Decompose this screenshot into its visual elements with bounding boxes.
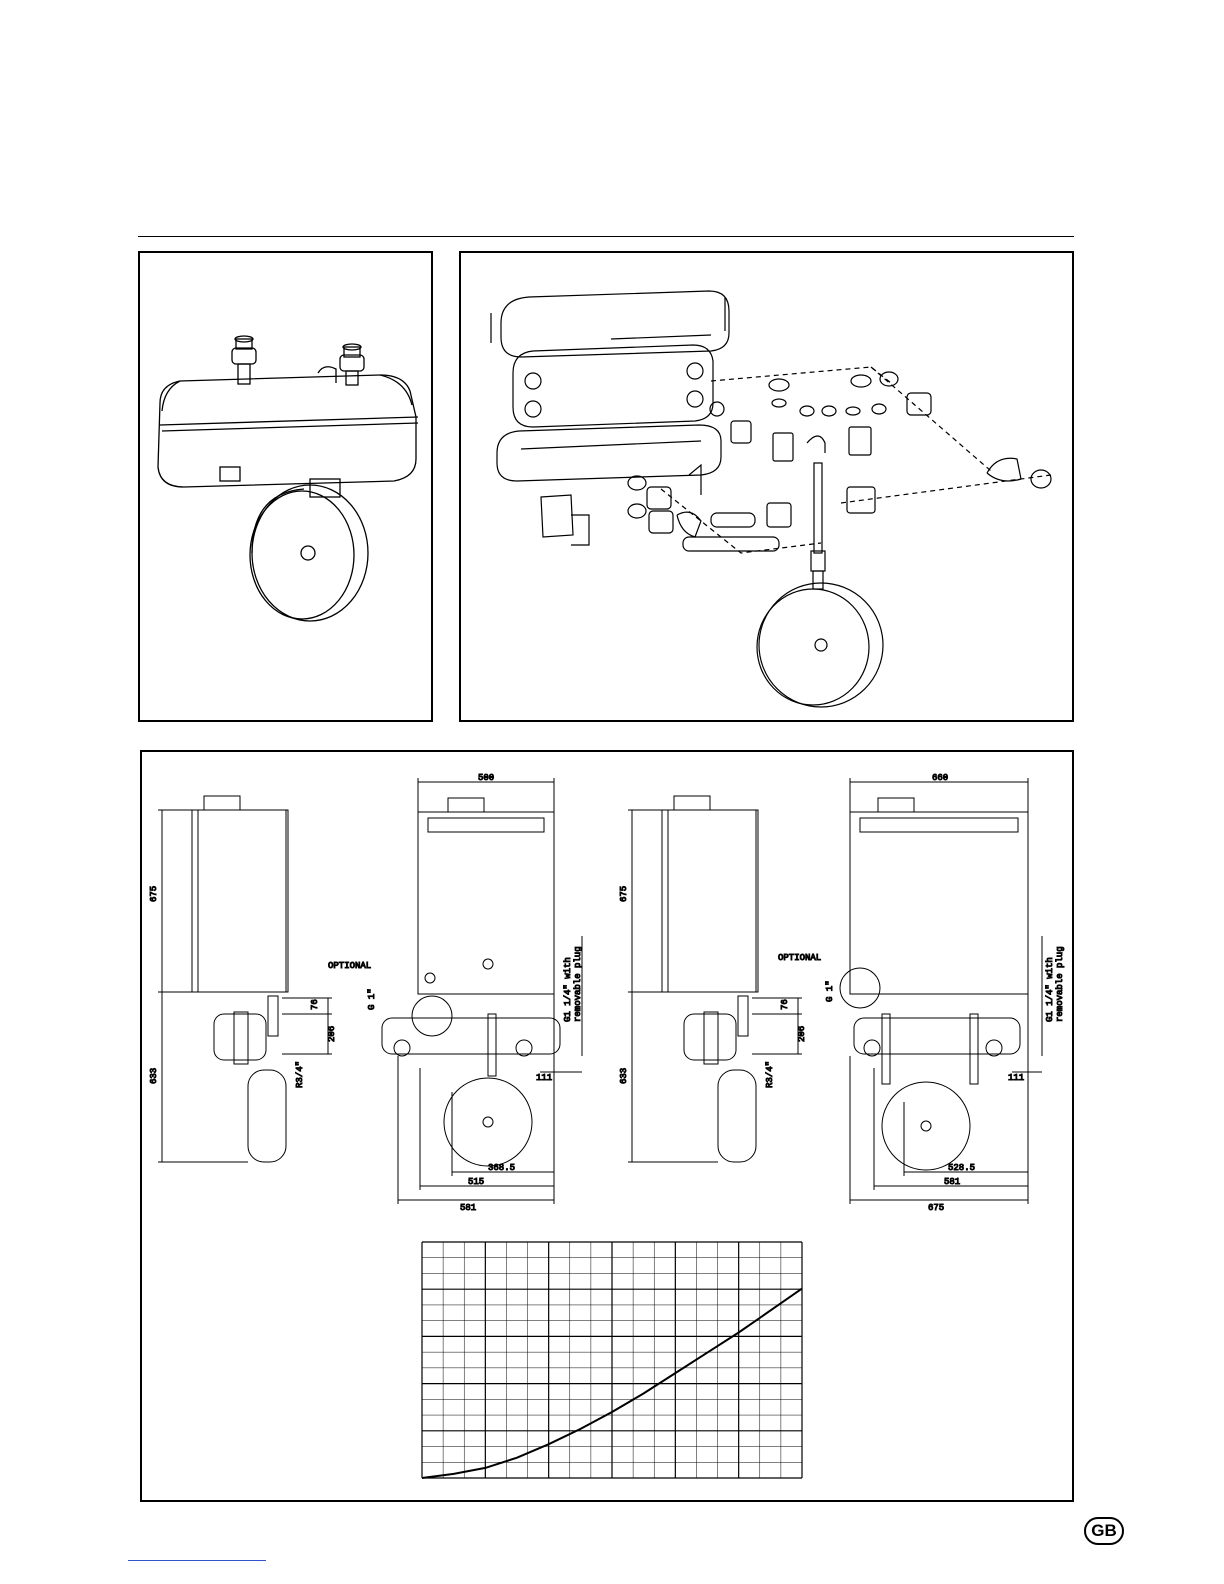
header-rule xyxy=(138,236,1074,237)
dim-633-left-b: 633 xyxy=(619,1068,629,1084)
front-view-a xyxy=(382,778,582,1204)
dim-660: 660 xyxy=(932,773,948,783)
dimensions-panel: 675 633 76 206 R3/4" xyxy=(140,750,1074,1502)
dim-368: 368.5 xyxy=(488,1163,515,1173)
dim-528: 528.5 xyxy=(948,1163,975,1173)
side-view-b xyxy=(628,796,802,1162)
dim-581-b: 581 xyxy=(944,1177,960,1187)
dim-111-a: 111 xyxy=(536,1073,552,1083)
pressure-curve-chart xyxy=(422,1242,802,1478)
dim-r34-b: R3/4" xyxy=(765,1061,775,1088)
dim-111-b: 111 xyxy=(1008,1073,1024,1083)
dim-675-left-a: 675 xyxy=(149,886,159,902)
dim-r34-a: R3/4" xyxy=(295,1061,305,1088)
label-plug-b-1: G1 1/4" with xyxy=(1045,957,1055,1022)
dim-g1-b: G 1" xyxy=(825,980,835,1002)
front-view-b xyxy=(840,778,1042,1204)
exploded-view-drawing xyxy=(461,253,1072,720)
assembled-kit-drawing xyxy=(140,253,431,720)
dim-206-a: 206 xyxy=(327,1026,337,1042)
dim-500: 500 xyxy=(478,773,494,783)
label-optional-b: OPTIONAL xyxy=(778,953,821,963)
dim-515: 515 xyxy=(468,1177,484,1187)
label-optional-a: OPTIONAL xyxy=(328,961,371,971)
label-plug-b-2: removable plug xyxy=(1055,946,1065,1022)
label-plug-a-1: G1 1/4" with xyxy=(563,957,573,1022)
label-plug-a-2: removable plug xyxy=(573,946,583,1022)
dim-581-a: 581 xyxy=(460,1203,476,1213)
dim-206-b: 206 xyxy=(797,1026,807,1042)
assembled-kit-panel xyxy=(138,251,433,722)
dim-76-b: 76 xyxy=(780,999,790,1010)
side-view-a xyxy=(158,796,332,1162)
exploded-view-panel xyxy=(459,251,1074,722)
dim-76-a: 76 xyxy=(310,999,320,1010)
dim-675-b: 675 xyxy=(928,1203,944,1213)
dim-g1-a: G 1" xyxy=(367,988,377,1010)
language-badge: GB xyxy=(1084,1517,1124,1545)
dim-633-left-a: 633 xyxy=(149,1068,159,1084)
dim-675-left-b: 675 xyxy=(619,886,629,902)
footer-underline xyxy=(128,1560,266,1561)
dimension-drawings: 675 633 76 206 R3/4" xyxy=(142,752,1072,1500)
